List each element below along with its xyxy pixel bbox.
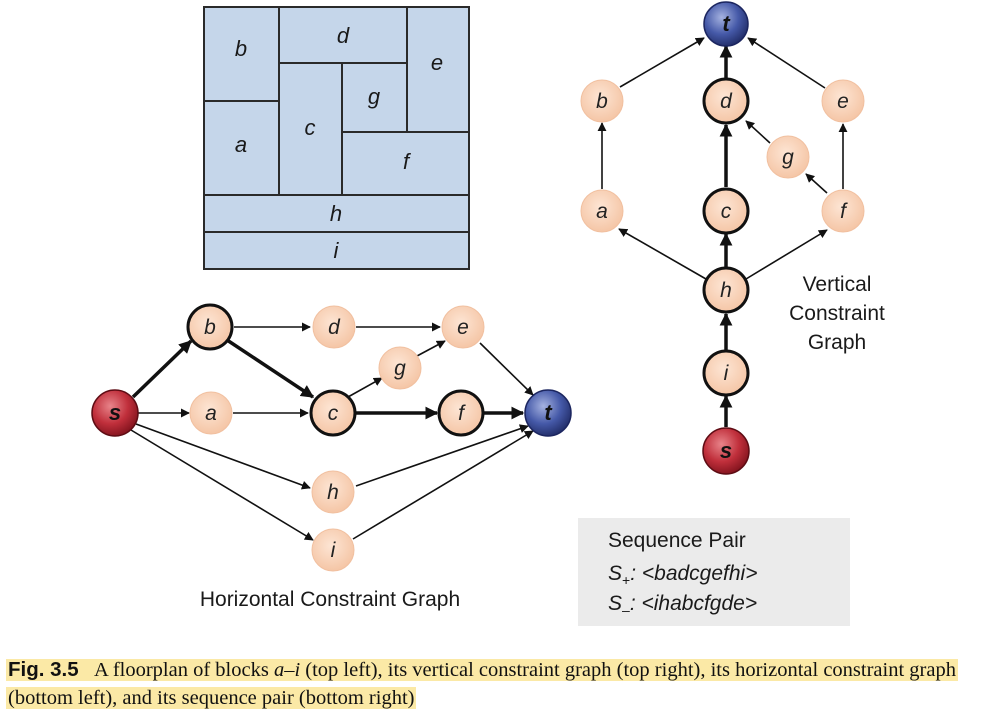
v-node-h: h bbox=[702, 266, 750, 314]
h-node-b-label: b bbox=[204, 316, 216, 339]
v-node-s-label: s bbox=[720, 438, 732, 463]
v-node-i-label: i bbox=[724, 362, 730, 385]
h-edge-c-g bbox=[347, 377, 383, 398]
h-edge-s-i bbox=[130, 429, 314, 541]
caption-text-2: (top left), its vertical constraint grap… bbox=[8, 659, 956, 709]
v-node-g: g bbox=[766, 135, 810, 179]
block-e-label: e bbox=[431, 50, 443, 75]
v-edge-e-t bbox=[747, 37, 826, 89]
h-edge-h-t bbox=[355, 424, 529, 487]
v-node-f: f bbox=[821, 189, 865, 233]
v-edge-f-g bbox=[805, 173, 828, 194]
v-edge-g-d bbox=[745, 120, 771, 144]
h-node-i: i bbox=[311, 528, 355, 572]
floorplan-dividers bbox=[204, 7, 469, 233]
sequence-pair-s-plus: S+: <badcgefhi> bbox=[608, 562, 757, 588]
v-node-b-label: b bbox=[596, 90, 608, 113]
block-h-label: h bbox=[330, 201, 342, 226]
h-edge-b-c bbox=[226, 338, 315, 399]
caption-highlight: Fig. 3.5 A floorplan of blocks a–i (top … bbox=[6, 658, 958, 709]
s-minus-subscript: – bbox=[622, 602, 630, 618]
sequence-pair-title: Sequence Pair bbox=[608, 529, 746, 552]
v-node-a-label: a bbox=[596, 200, 608, 223]
h-node-a-label: a bbox=[205, 402, 217, 425]
v-edge-b-t bbox=[619, 37, 705, 88]
v-node-h-label: h bbox=[720, 279, 732, 302]
h-node-t: t bbox=[524, 389, 572, 437]
h-node-h-label: h bbox=[327, 481, 339, 504]
vertical-constraint-graph: t d b e g a c f bbox=[580, 1, 885, 475]
v-edge-h-f bbox=[745, 229, 828, 280]
h-edge-e-t bbox=[479, 342, 534, 396]
sequence-pair-box: Sequence Pair S+: <badcgefhi> S–: <ihabc… bbox=[578, 518, 850, 626]
figure-canvas: b a d e c g f h i t bbox=[91, 1, 885, 626]
s-plus-symbol: S bbox=[608, 562, 622, 585]
v-node-c-label: c bbox=[721, 200, 732, 223]
block-f-label: f bbox=[403, 149, 412, 174]
s-minus-value: : <ihabcfgde> bbox=[630, 592, 757, 615]
v-node-c: c bbox=[702, 187, 750, 235]
v-node-s: s bbox=[702, 427, 750, 475]
v-node-a: a bbox=[580, 189, 624, 233]
v-node-t: t bbox=[703, 1, 749, 47]
v-node-d: d bbox=[702, 77, 750, 125]
horizontal-constraint-graph: s b d e g a c f bbox=[91, 303, 572, 611]
h-node-g: g bbox=[378, 346, 422, 390]
h-edge-s-b bbox=[131, 339, 193, 399]
block-b-label: b bbox=[235, 36, 247, 61]
h-node-i-label: i bbox=[331, 539, 337, 562]
h-node-t-label: t bbox=[544, 400, 553, 425]
vertical-graph-title-line-1: Vertical bbox=[803, 273, 872, 296]
sequence-pair-s-minus: S–: <ihabcfgde> bbox=[608, 592, 757, 618]
h-edge-g-e bbox=[416, 340, 446, 357]
sequence-pair-background bbox=[578, 518, 850, 626]
horizontal-edges bbox=[130, 322, 534, 541]
h-node-a: a bbox=[189, 391, 233, 435]
figure-caption: Fig. 3.5 A floorplan of blocks a–i (top … bbox=[6, 656, 982, 712]
block-d-label: d bbox=[337, 23, 350, 48]
h-node-e-label: e bbox=[457, 316, 469, 339]
v-node-d-label: d bbox=[720, 90, 733, 113]
v-node-g-label: g bbox=[782, 146, 794, 169]
caption-block-range: a–i bbox=[273, 659, 301, 681]
h-node-s-label: s bbox=[109, 400, 121, 425]
h-node-h: h bbox=[311, 470, 355, 514]
v-node-f-label: f bbox=[840, 200, 848, 223]
h-node-c-label: c bbox=[328, 402, 339, 425]
h-node-f: f bbox=[437, 389, 485, 437]
s-minus-symbol: S bbox=[608, 592, 622, 615]
v-node-e-label: e bbox=[837, 90, 849, 113]
h-node-g-label: g bbox=[394, 357, 406, 380]
block-a-label: a bbox=[235, 132, 247, 157]
block-i-label: i bbox=[334, 238, 340, 263]
h-node-s: s bbox=[91, 389, 139, 437]
v-node-e: e bbox=[821, 79, 865, 123]
caption-figure-number: Fig. 3.5 bbox=[8, 658, 79, 681]
v-node-b: b bbox=[580, 79, 624, 123]
v-edge-h-a bbox=[618, 228, 707, 280]
vertical-graph-title-line-3: Graph bbox=[808, 331, 866, 354]
v-node-i: i bbox=[702, 349, 750, 397]
h-edge-i-t bbox=[352, 430, 534, 540]
floorplan-outline bbox=[203, 6, 470, 270]
floorplan: b a d e c g f h i bbox=[203, 6, 470, 270]
s-plus-subscript: + bbox=[622, 572, 630, 588]
h-edge-s-h bbox=[135, 423, 311, 490]
v-node-t-label: t bbox=[722, 11, 731, 36]
block-g-label: g bbox=[368, 84, 381, 109]
h-node-e: e bbox=[441, 305, 485, 349]
block-c-label: c bbox=[305, 115, 316, 140]
h-node-f-label: f bbox=[458, 402, 466, 425]
h-node-d-label: d bbox=[328, 316, 341, 339]
h-node-c: c bbox=[309, 389, 357, 437]
vertical-graph-title-line-2: Constraint bbox=[789, 302, 885, 325]
h-node-b: b bbox=[186, 303, 234, 351]
vertical-edges bbox=[597, 37, 848, 427]
h-node-d: d bbox=[312, 305, 356, 349]
caption-text-1: A floorplan of blocks bbox=[94, 659, 274, 681]
horizontal-graph-title: Horizontal Constraint Graph bbox=[200, 588, 460, 611]
s-plus-value: : <badcgefhi> bbox=[630, 562, 757, 585]
